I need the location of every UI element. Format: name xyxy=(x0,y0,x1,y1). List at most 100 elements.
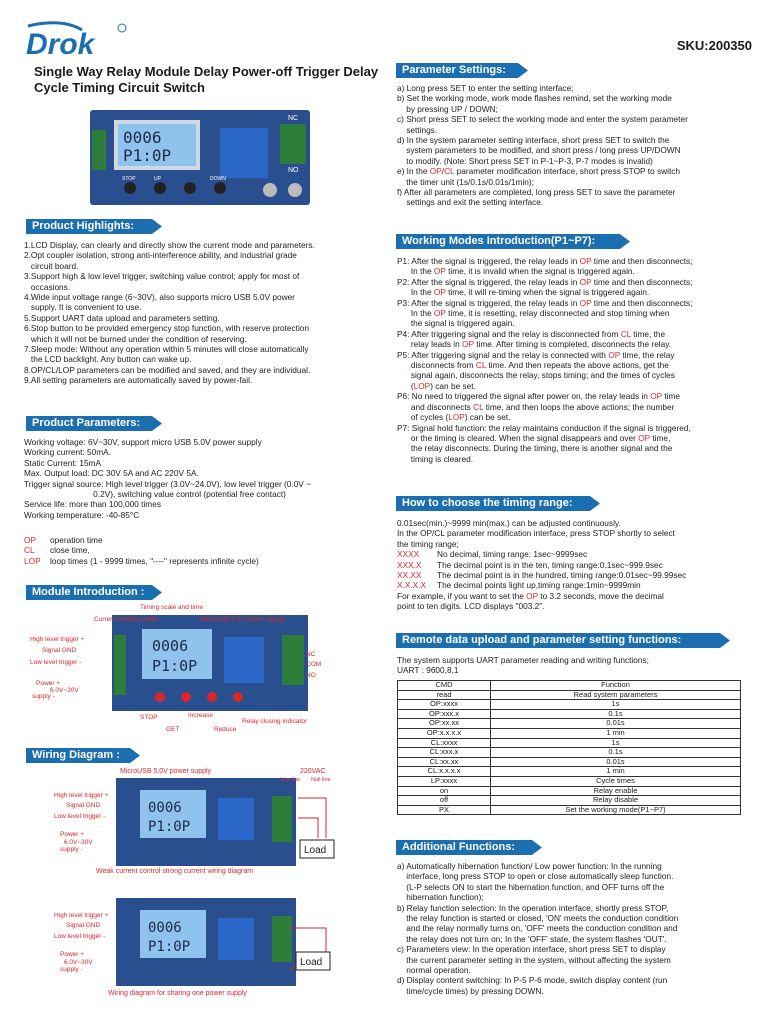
module-label: NO xyxy=(306,672,316,679)
text-line: settings. xyxy=(397,124,438,135)
table-cell: 1s xyxy=(490,699,741,710)
svg-text:UP: UP xyxy=(154,176,162,182)
module-label: Signal GND xyxy=(42,647,77,654)
remote-list: The system supports UART parameter readi… xyxy=(397,655,747,676)
text-line: settings and exit the setting interface. xyxy=(397,197,544,208)
text-line: and the relay normally turns on, 'OFF' m… xyxy=(397,923,678,934)
range-header: How to choose the timing range: xyxy=(396,496,600,511)
table-header: CMD xyxy=(396,680,492,691)
table-cell: OP:x.x.x.x xyxy=(396,727,492,739)
wiring-label: supply - xyxy=(60,846,83,853)
wiring-label: supply - xyxy=(60,966,83,973)
text-line: to modify. (Note: Short press SET in P-1… xyxy=(397,155,653,166)
text-line: 2.Opt coupler isolation, strong anti-int… xyxy=(24,250,297,261)
svg-text:0006: 0006 xyxy=(148,920,182,936)
svg-text:P1:0P: P1:0P xyxy=(123,146,171,165)
range-list: 0.01sec(min.)~9999 min(max.) can be adju… xyxy=(397,518,747,612)
text-line: b) Set the working mode, work mode flash… xyxy=(397,93,672,104)
text-line: P2: After the signal is triggered, the r… xyxy=(397,276,693,287)
module-label: Relay closing indicator xyxy=(242,718,308,725)
text-line: of cycles (LOP) can be set. xyxy=(397,412,511,423)
text-line: disconnects from CL time. And then repea… xyxy=(397,360,669,371)
svg-text:P1:0P: P1:0P xyxy=(148,819,190,835)
text-line: P6: No need to triggered the signal afte… xyxy=(397,391,681,402)
wiring-label: 6.0V~30V xyxy=(64,839,93,846)
text-line: 3.Support high & low level trigger, swit… xyxy=(24,271,300,282)
text-line: Working current: 50mA. xyxy=(24,447,111,458)
module-label: Reduce xyxy=(214,726,237,733)
text-line: time/cycle times) by pressing DOWN. xyxy=(397,985,544,996)
text-line: the current parameter setting in the sys… xyxy=(397,954,671,965)
text-line: normal operation. xyxy=(397,965,471,976)
text-line: 1.LCD Display, can clearly and directly … xyxy=(24,240,315,250)
wiring-caption-1: Weak current control strong current wiri… xyxy=(96,868,254,875)
module-label: High level trigger + xyxy=(30,636,85,643)
text-line: In the OP/CL parameter modification inte… xyxy=(397,528,675,539)
table-cell: PX xyxy=(396,804,492,816)
module-label: Power + xyxy=(36,680,61,687)
text-line: 0.2V), switching value control (potentia… xyxy=(24,489,286,500)
text-line: 4.Wide input voltage range (6~30V), also… xyxy=(24,292,295,303)
text-line: interface, long press STOP to open or cl… xyxy=(397,871,674,882)
additional-list: a) Automatically hibernation function/ L… xyxy=(397,861,747,996)
text-line: P5: After triggering signal and the rela… xyxy=(397,349,675,360)
text-line: (L-P selects ON to start the hibernation… xyxy=(397,881,665,892)
highlights-list: 1.LCD Display, can clearly and directly … xyxy=(24,240,374,386)
text-line: hibernation function); xyxy=(397,892,484,903)
text-line: signal again, disconnects the relay, sto… xyxy=(397,370,675,381)
text-line: 9.All setting parameters are automatical… xyxy=(24,375,253,386)
text-line: or the timing is cleared. When the signa… xyxy=(397,432,671,443)
wiring-label: High level trigger + xyxy=(54,792,109,799)
svg-text:Load: Load xyxy=(300,957,322,968)
wiring-live-label: Live line xyxy=(280,777,301,783)
module-label: supply - xyxy=(32,693,55,700)
module-board-diagram: 0006 P1:0P xyxy=(112,615,308,711)
wiring-caption-2: Wiring diagram for sharing one power sup… xyxy=(108,990,247,997)
load-1: Load xyxy=(298,797,335,859)
text-line: the signal is triggered again. xyxy=(397,318,515,329)
text-line: 5.Support UART data upload and parameter… xyxy=(24,312,220,323)
sku: SKU:200350 xyxy=(676,38,752,53)
text-line: relay leads in OP time. After timing is … xyxy=(397,339,672,350)
text-line: (LOP) can be set. xyxy=(397,380,476,391)
table-cell: Cycle times xyxy=(490,775,741,787)
text-line: In the OP time, it is invalid when the s… xyxy=(397,266,635,277)
text-line: UART : 9600,8,1 xyxy=(397,665,459,676)
text-line: the relay disconnects. During the timing… xyxy=(397,443,673,454)
module-label: Increase xyxy=(188,712,213,719)
text-line: Max. Output load: DC 30V 5A and AC 220V … xyxy=(24,468,199,479)
text-line: f) After all parameters are completed, l… xyxy=(397,187,676,198)
wiring-label: Power + xyxy=(60,951,85,958)
module-label: STOP xyxy=(140,714,158,721)
wiring-ac-label: 220VAC xyxy=(300,768,326,775)
text-line: Service life: more than 100,000 times xyxy=(24,499,161,510)
modes-header: Working Modes Introduction(P1~P7): xyxy=(396,234,630,249)
text-line: P4: After triggering signal and the rela… xyxy=(397,328,666,339)
text-line: the timing range; xyxy=(397,538,459,549)
text-line: The system supports UART parameter readi… xyxy=(397,655,649,665)
text-line: and disconnects CL time, and then loops … xyxy=(397,401,675,412)
text-line: 8.OP/CL/LOP parameters can be modified a… xyxy=(24,364,311,375)
text-line: point to ten digits. LCD displays "003.2… xyxy=(397,601,545,612)
text-line: c) Short press SET to select the working… xyxy=(397,114,688,125)
module-label: Current working mode xyxy=(94,616,158,623)
highlights-header: Product Highlights: xyxy=(26,219,162,234)
text-line: Trigger signal source: High level trigge… xyxy=(24,478,311,489)
text-line: P1: After the signal is triggered, the r… xyxy=(397,256,693,266)
module-label: NC xyxy=(306,651,316,658)
svg-text:0006: 0006 xyxy=(152,637,188,655)
table-cell: off xyxy=(396,795,492,806)
product-photo: 0006 P1:0P NC NO STOP UP DOWN xyxy=(90,110,310,205)
svg-text:NC: NC xyxy=(288,115,298,122)
text-line: the relay does not turn on; In the 'OFF'… xyxy=(397,933,667,944)
remote-header: Remote data upload and parameter setting… xyxy=(396,633,730,648)
wiring-label: Low level trigger - xyxy=(54,813,106,820)
svg-text:0006: 0006 xyxy=(148,800,182,816)
svg-text:NO: NO xyxy=(288,167,299,174)
